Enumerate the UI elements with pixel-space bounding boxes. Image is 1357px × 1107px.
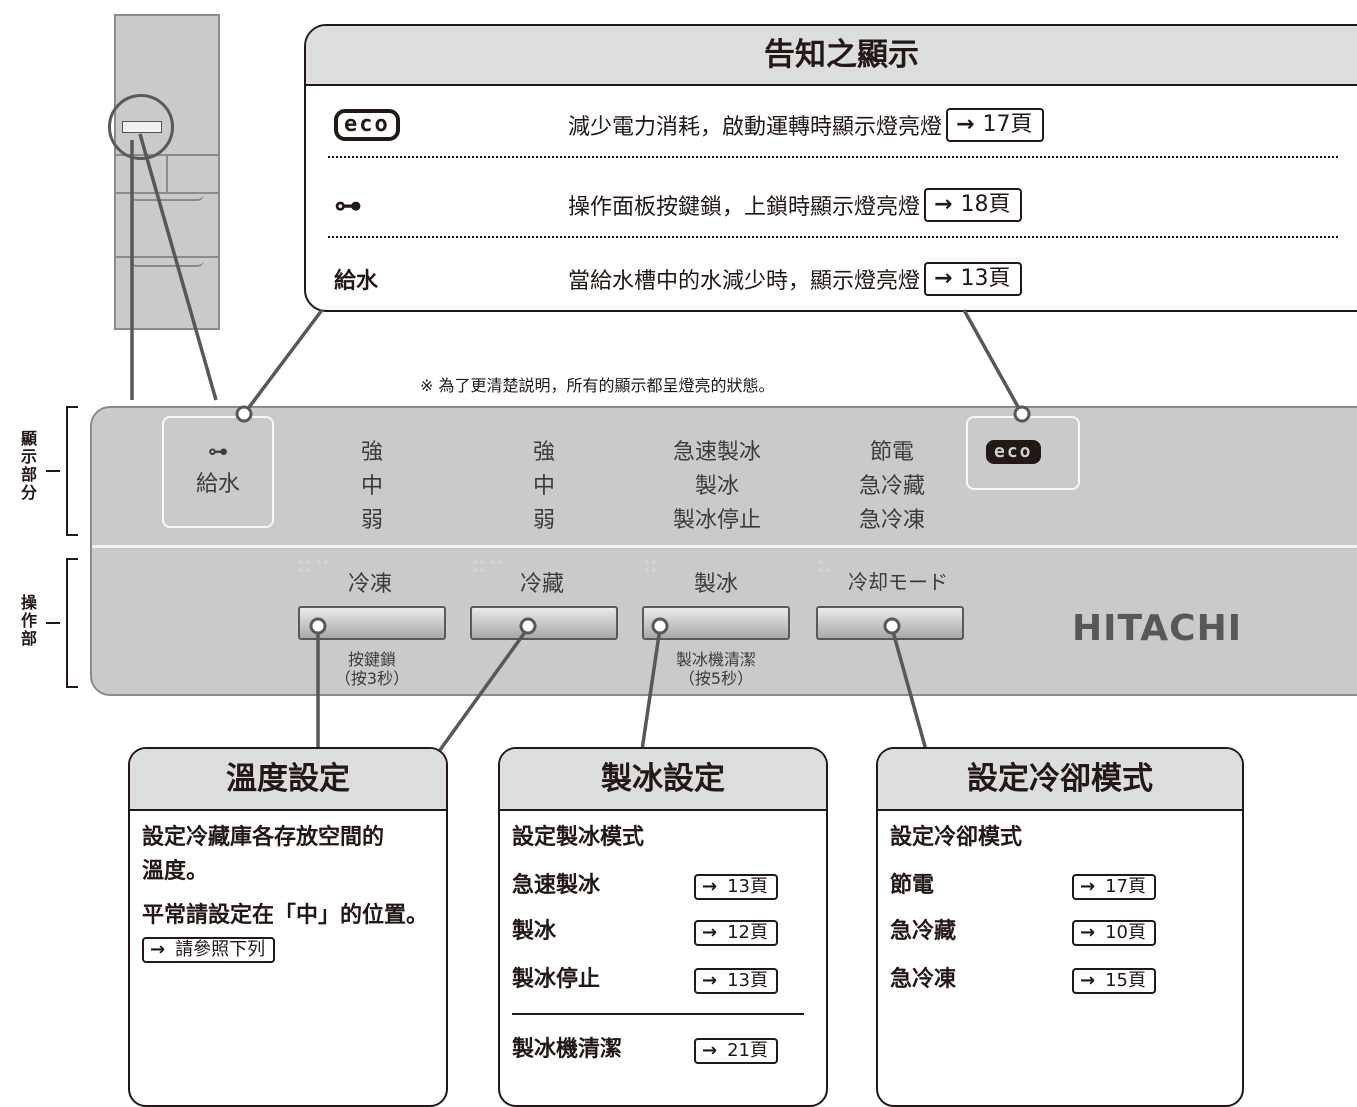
arrow-icon: → [150, 939, 166, 960]
dotted-divider [328, 236, 1338, 238]
freezer-button-label: 冷凍 [348, 572, 393, 597]
page-ref[interactable]: →21頁 [694, 1038, 778, 1064]
page-ref[interactable]: →15頁 [1072, 968, 1156, 994]
freezer-level-medium: 中 [360, 474, 383, 499]
eco-icon: eco [334, 109, 400, 141]
operation-section-label: 操作部 [20, 593, 37, 648]
fridge-level-medium: 中 [532, 474, 555, 499]
notice-desc: 減少電力消耗，啟動運轉時顯示燈亮燈 [568, 115, 943, 140]
page-ref[interactable]: →12頁 [694, 920, 778, 946]
display-bracket [66, 406, 78, 536]
control-panel: ⊶ 給水 強 中 弱 強 中 弱 急速製冰 製冰 製冰停止 節電 急冷藏 急冷凍… [90, 406, 1357, 696]
ice-item-clean: 製冰機清潔 →21頁 [512, 1033, 806, 1067]
page-ref[interactable]: →17頁 [1072, 874, 1156, 900]
notice-desc: 操作面板按鍵鎖，上鎖時顯示燈亮燈 [568, 195, 921, 220]
page-ref[interactable]: →18頁 [924, 188, 1023, 222]
ice-item: 急速製冰 →13頁 [512, 869, 806, 903]
water-label: 給水 [334, 269, 379, 294]
cool-mode-button-label: 冷却モード [848, 570, 948, 594]
ice-mode-rapid: 急速製冰 [672, 440, 761, 465]
ice-mode-normal: 製冰 [694, 474, 739, 499]
braille-dots: ◦◦◦ [818, 558, 832, 577]
notice-row-lock: ⊶ 操作面板按鍵鎖，上鎖時顯示燈亮燈 →18頁 [334, 174, 1357, 236]
water-indicator-label: 給水 [195, 472, 240, 497]
panel-divider [92, 545, 1357, 548]
ice-card: 製冰設定 設定製冰模式 急速製冰 →13頁 製冰 →12頁 製冰停止 →13頁 … [498, 747, 828, 1107]
freezer-level-strong: 強 [360, 440, 383, 465]
freezer-level-weak: 弱 [360, 508, 383, 533]
lock-water-indicator [162, 416, 274, 528]
page-ref[interactable]: →13頁 [694, 968, 778, 994]
hitachi-logo: HITACHI [1072, 608, 1243, 649]
arrow-icon: → [1080, 922, 1096, 943]
notice-desc: 當給水槽中的水減少時，顯示燈亮燈 [568, 269, 921, 294]
temperature-desc-line3: 平常請設定在「中」的位置。 [142, 903, 429, 928]
notice-box: 告知之顯示 eco 減少電力消耗，啟動運轉時顯示燈亮燈 →17頁 ⊶ 操作面板按… [304, 24, 1357, 312]
ice-item: 製冰 →12頁 [512, 915, 806, 949]
operation-bracket [66, 558, 78, 688]
key-lock-icon: ⊶ [334, 188, 362, 222]
cool-item: 急冷藏 →10頁 [890, 915, 1222, 949]
temperature-card-title: 溫度設定 [130, 749, 446, 811]
arrow-icon: → [702, 1040, 718, 1061]
ice-button-hint: 製冰機清潔 （按5秒） [675, 650, 756, 688]
cool-item: 急冷凍 →15頁 [890, 963, 1222, 997]
ice-card-intro: 設定製冰模式 [512, 825, 645, 850]
cool-item: 節電 →17頁 [890, 869, 1222, 903]
fridge-level-weak: 弱 [532, 508, 555, 533]
braille-dots: ◦◦ ◦◦◦◦ [298, 558, 330, 577]
key-lock-icon: ⊶ [208, 439, 228, 463]
dotted-divider [328, 156, 1338, 158]
notice-title: 告知之顯示 [306, 26, 1357, 86]
notice-row-water: 給水 當給水槽中的水減少時，顯示燈亮燈 →13頁 [334, 248, 1357, 310]
page-ref[interactable]: →13頁 [694, 874, 778, 900]
cool-mode-eco: 節電 [869, 440, 914, 465]
bracket-tick [46, 622, 60, 624]
arrow-icon: → [934, 192, 953, 217]
ice-card-divider [512, 1013, 804, 1015]
page-ref[interactable]: →13頁 [924, 262, 1023, 296]
braille-dots: ◦◦ ◦◦◦◦ [472, 558, 504, 577]
arrow-icon: → [1080, 876, 1096, 897]
temperature-desc-line2: 溫度。 [142, 859, 209, 884]
arrow-icon: → [1080, 970, 1096, 991]
ice-button[interactable] [642, 606, 790, 640]
display-section-label: 顯示部分 [20, 429, 37, 502]
cool-mode-quick-freeze: 急冷凍 [858, 508, 925, 533]
arrow-icon: → [702, 876, 718, 897]
eco-icon: eco [986, 440, 1041, 464]
page-ref[interactable]: →請參照下列 [142, 937, 276, 963]
temperature-desc-line1: 設定冷藏庫各存放空間的 [142, 825, 385, 850]
arrow-icon: → [702, 970, 718, 991]
cool-mode-quick-chill: 急冷藏 [858, 474, 925, 499]
page-ref[interactable]: →10頁 [1072, 920, 1156, 946]
page-ref[interactable]: →17頁 [946, 108, 1045, 142]
fridge-level-strong: 強 [532, 440, 555, 465]
freezer-button-hint: 按鍵鎖 （按3秒） [334, 650, 410, 688]
arrow-icon: → [934, 266, 953, 291]
fridge-button[interactable] [470, 606, 618, 640]
cool-mode-card: 設定冷卻模式 設定冷卻模式 節電 →17頁 急冷藏 →10頁 急冷凍 →15頁 [876, 747, 1244, 1107]
ice-card-title: 製冰設定 [500, 749, 826, 811]
fridge-button-label: 冷藏 [520, 572, 565, 597]
temperature-card: 溫度設定 設定冷藏庫各存放空間的 溫度。 平常請設定在「中」的位置。 →請參照下… [128, 747, 448, 1107]
ice-item: 製冰停止 →13頁 [512, 963, 806, 997]
panel-location-circle [108, 94, 174, 160]
ice-button-label: 製冰 [694, 572, 739, 597]
braille-dots: ◦◦◦◦ [644, 558, 658, 577]
cool-card-intro: 設定冷卻模式 [890, 825, 1023, 850]
bracket-tick [46, 470, 60, 472]
arrow-icon: → [702, 922, 718, 943]
note-text: ※ 為了更清楚説明，所有的顯示都呈燈亮的狀態。 [420, 376, 775, 395]
notice-row-eco: eco 減少電力消耗，啟動運轉時顯示燈亮燈 →17頁 [334, 94, 1357, 156]
cool-mode-card-title: 設定冷卻模式 [878, 749, 1242, 811]
arrow-icon: → [956, 112, 975, 137]
ice-mode-stop: 製冰停止 [672, 508, 761, 533]
